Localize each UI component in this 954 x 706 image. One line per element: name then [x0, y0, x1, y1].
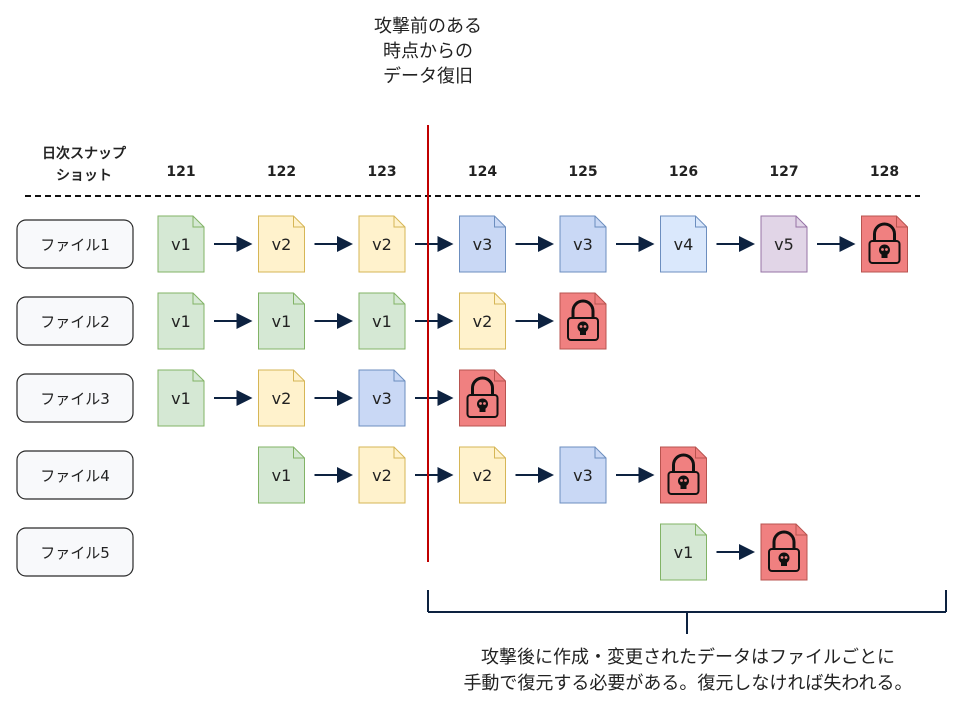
- file-label-box: ファイル1: [16, 219, 134, 269]
- version-label: v3: [372, 389, 392, 408]
- version-label: v2: [473, 312, 493, 331]
- file-version: v5: [760, 215, 808, 273]
- snapshot-label-126: 126: [669, 164, 698, 180]
- version-label: v1: [272, 466, 292, 485]
- file-version: v1: [157, 369, 205, 427]
- lock-skull-icon: [768, 530, 800, 572]
- snapshot-label-121: 121: [166, 164, 195, 180]
- bottom-annotation-line-2: 手動で復元する必要がある。復元しなければ失われる。: [463, 673, 912, 694]
- file-row: ファイル2 v1 v1 v1 v2: [16, 292, 607, 350]
- file-version: v3: [459, 215, 506, 273]
- file-version: v1: [157, 292, 205, 350]
- version-label: v2: [372, 235, 392, 254]
- version-label: v1: [674, 543, 694, 562]
- file-label-box: ファイル5: [16, 527, 134, 577]
- snapshot-header-line-1: 日次スナップ: [42, 145, 127, 162]
- snapshot-label-127: 127: [769, 164, 798, 180]
- lock-skull-icon: [868, 222, 901, 264]
- version-label: v2: [372, 466, 392, 485]
- file-label: ファイル1: [40, 236, 110, 254]
- file-rows: ファイル1 v1 v2 v2 v3 v3 v4 v5 ファイル2 v1 v1 v1 v2 ファイル3 v1 v…: [16, 215, 908, 581]
- version-label: v1: [272, 312, 292, 331]
- top-annotation-line-1: 攻撃前のある: [374, 16, 482, 37]
- file-version: v3: [559, 446, 607, 504]
- encrypted-file: [861, 215, 908, 273]
- version-label: v2: [473, 466, 493, 485]
- version-label: v2: [272, 389, 292, 408]
- encrypted-file: [760, 523, 808, 581]
- snapshot-label-124: 124: [468, 164, 497, 180]
- file-label: ファイル5: [40, 544, 110, 562]
- file-row: ファイル4 v1 v2 v2 v3: [16, 446, 707, 504]
- encrypted-file: [559, 292, 607, 350]
- file-version: v1: [258, 292, 305, 350]
- encrypted-file: [459, 369, 506, 427]
- file-version: v2: [258, 215, 305, 273]
- file-version: v2: [358, 215, 406, 273]
- top-annotation-line-3: データ復旧: [383, 66, 473, 87]
- snapshot-header-line-2: ショット: [56, 168, 112, 184]
- version-label: v3: [573, 235, 593, 254]
- top-annotation-line-2: 時点からの: [383, 41, 473, 62]
- file-version: v2: [459, 292, 506, 350]
- version-label: v1: [372, 312, 392, 331]
- version-label: v4: [674, 235, 694, 254]
- encrypted-file: [660, 446, 707, 504]
- file-label: ファイル3: [40, 390, 110, 408]
- file-row: ファイル3 v1 v2 v3: [16, 369, 506, 427]
- file-label-box: ファイル2: [16, 296, 134, 346]
- version-label: v1: [171, 389, 191, 408]
- file-row: ファイル1 v1 v2 v2 v3 v3 v4 v5: [16, 215, 908, 273]
- version-label: v3: [573, 466, 593, 485]
- lock-skull-icon: [567, 299, 599, 341]
- snapshot-label-122: 122: [267, 164, 296, 180]
- bottom-annotation-line-1: 攻撃後に作成・変更されたデータはファイルごとに: [481, 647, 895, 668]
- file-version: v1: [258, 446, 305, 504]
- post-attack-bracket: [427, 590, 947, 634]
- file-label-box: ファイル4: [16, 450, 134, 500]
- file-label-box: ファイル3: [16, 373, 134, 423]
- lock-skull-icon: [667, 453, 700, 495]
- file-label: ファイル4: [40, 467, 110, 485]
- version-label: v3: [473, 235, 493, 254]
- version-label: v1: [171, 312, 191, 331]
- file-version: v3: [559, 215, 607, 273]
- file-version: v1: [358, 292, 406, 350]
- version-label: v1: [171, 235, 191, 254]
- snapshot-label-123: 123: [367, 164, 396, 180]
- file-version: v2: [358, 446, 406, 504]
- version-label: v2: [272, 235, 292, 254]
- file-version: v2: [258, 369, 305, 427]
- lock-skull-icon: [466, 376, 499, 418]
- file-version: v1: [157, 215, 205, 273]
- file-label: ファイル2: [40, 313, 110, 331]
- version-label: v5: [774, 235, 794, 254]
- file-row: ファイル5 v1: [16, 523, 808, 581]
- file-version: v2: [459, 446, 506, 504]
- file-version: v4: [660, 215, 707, 273]
- file-version: v1: [660, 523, 707, 581]
- snapshot-label-125: 125: [568, 164, 597, 180]
- file-version: v3: [358, 369, 406, 427]
- snapshot-labels: 121 122 123 124 125 126 127 128: [166, 164, 899, 180]
- snapshot-label-128: 128: [870, 164, 899, 180]
